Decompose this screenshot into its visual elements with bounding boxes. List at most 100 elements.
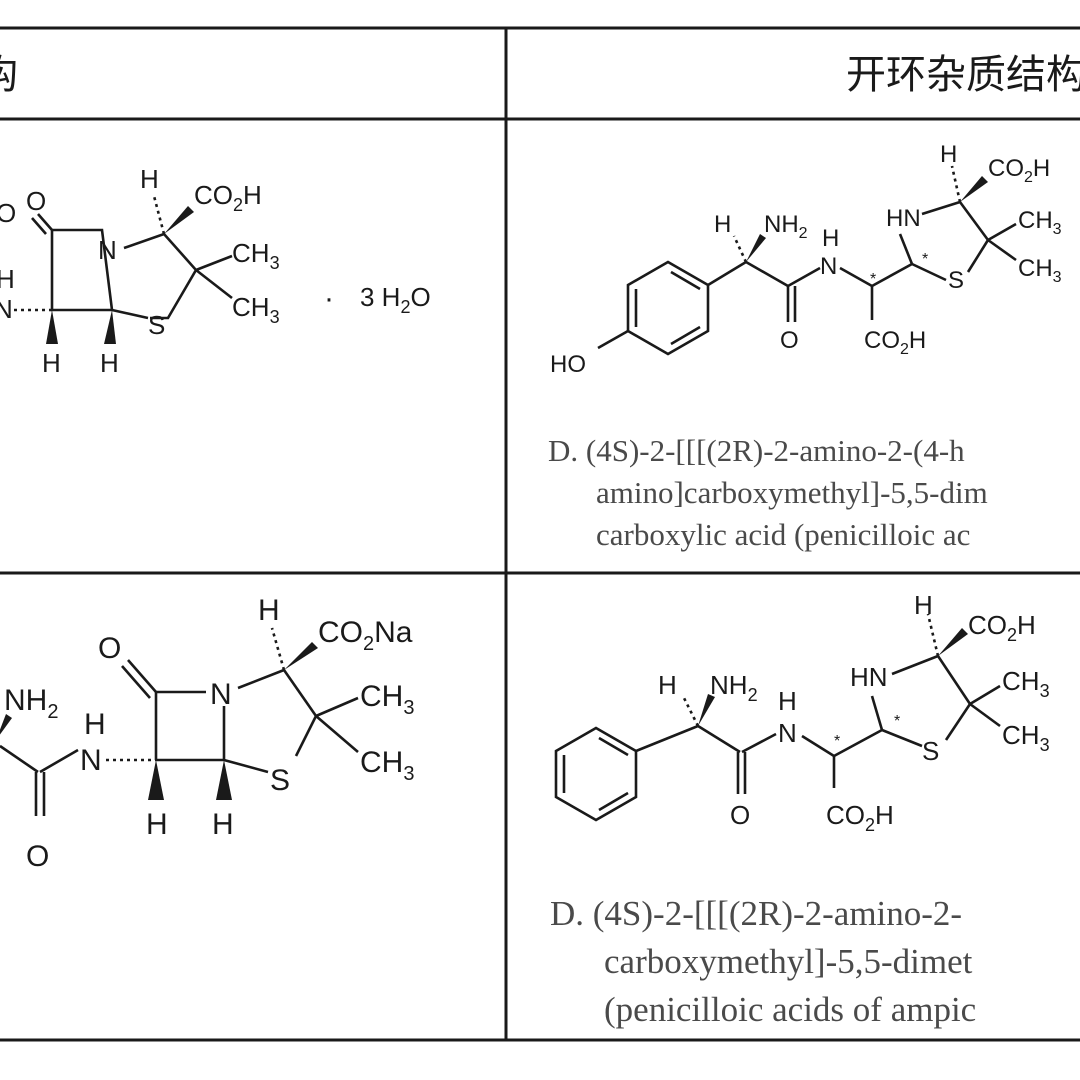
benzene-inner-1 (670, 270, 701, 291)
bond-amide-n (39, 748, 79, 774)
atom-s: S (148, 310, 165, 340)
atom-o-carbonyl: O (26, 186, 46, 216)
star-a: * (834, 733, 840, 750)
bond-c2-s (294, 715, 318, 757)
atom-h-top: H (914, 590, 933, 620)
atom-hn: HN (850, 662, 888, 692)
bond-c2-s (911, 262, 947, 282)
wedge-h-bottom-right (216, 760, 232, 800)
atom-ch3-upper: CH3 (1018, 207, 1062, 238)
bond-ch-ring (833, 728, 883, 758)
wedge-co2h-top (960, 176, 988, 202)
bond-s-c5 (944, 703, 972, 741)
row2-caption: D. (4S)-2-[[[(2R)-2-amino-2- carboxymeth… (550, 890, 1080, 1034)
bond-alpha-amide (745, 260, 789, 288)
atom-ch3-lower: CH3 (232, 292, 280, 327)
atom-hn: HN (886, 205, 921, 232)
atom-ch3-upper: CH3 (232, 238, 280, 273)
bond-alpha-amide (0, 744, 39, 774)
bond-nh-c4 (891, 654, 939, 676)
bond-n-ch (839, 266, 873, 288)
wedge-nh2 (746, 234, 766, 262)
lactam-ring (154, 690, 206, 760)
header-cell-right: 开环杂质结构 (508, 30, 1080, 120)
atom-h-bottom-left: H (146, 808, 168, 841)
bond-c4-c5 (936, 655, 972, 705)
benzene-inner-2 (670, 325, 701, 346)
atom-h-amide: H (822, 225, 839, 252)
star-b: * (922, 251, 928, 268)
atom-co2na: CO2Na (318, 616, 413, 655)
bond-ring-alpha (707, 260, 747, 287)
bond-ch3-upper (987, 222, 1017, 242)
atom-h-top: H (140, 164, 159, 194)
hashed-h-alpha (732, 235, 748, 263)
bond-ch3-upper (315, 696, 359, 718)
atom-h-amide: H (778, 686, 797, 716)
bond-ho (597, 329, 629, 350)
atom-n-amide: N (80, 744, 102, 777)
bond-amide-n (741, 732, 777, 754)
atom-ch3-upper: CH3 (1002, 666, 1050, 701)
atom-co2h-top: CO2H (968, 610, 1036, 645)
atom-co2h-bottom: CO2H (864, 327, 926, 358)
bond-c2-nh (870, 695, 884, 731)
hashed-h-alpha (682, 697, 700, 727)
row2-right-structure: H NH2 O H N * CO2H * HN S H CO2H CH3 CH3 (554, 590, 1050, 835)
atom-h-bottom-left: H (42, 348, 61, 378)
atom-o-amide: O (26, 840, 49, 873)
carbonyl-bond (37, 213, 53, 231)
caption-line: D. (4S)-2-[[[(2R)-2-amino-2- (550, 894, 963, 933)
atom-o-carbonyl: O (98, 632, 121, 665)
row2-left-structure: NH2 O H N O N S H CO2Na CH3 CH3 H (0, 594, 414, 873)
atom-h-left: H (0, 264, 15, 294)
atom-nh2: NH2 (710, 670, 758, 705)
atom-ch3-lower: CH3 (1018, 255, 1062, 286)
hydrate-dot: · (324, 282, 334, 315)
atom-h-top: H (258, 594, 280, 627)
thiazolidine-ring (123, 232, 198, 320)
bond-n-c3 (237, 668, 285, 690)
header-right-text: 开环杂质结构 (846, 52, 1080, 98)
hydrate-label: 3 H2O (360, 282, 431, 317)
bond-s-c (223, 758, 269, 774)
row1-right-structure: HO H NH2 O N H * CO2H * HN S H CO2H (550, 141, 1062, 378)
hashed-h-top (152, 195, 166, 235)
bond-s-c5 (966, 239, 990, 273)
atom-ch3-upper: CH3 (360, 680, 414, 719)
bond-ch3-lower (987, 238, 1017, 262)
atom-h-amide: H (84, 708, 106, 741)
wedge-h-bottom-left (46, 310, 58, 344)
atom-ch3-lower: CH3 (1002, 720, 1050, 755)
atom-ch3-lower: CH3 (360, 746, 414, 785)
carbonyl-bond-2 (31, 217, 47, 235)
atom-co2h-top: CO2H (988, 155, 1050, 186)
wedge-nh2 (0, 714, 12, 735)
bond-c3-c2 (282, 669, 318, 717)
bond-alpha-amide (697, 724, 741, 754)
benzene-inner-1 (598, 736, 629, 757)
atom-h-alpha: H (714, 211, 731, 238)
bond-nh-c4 (921, 200, 961, 216)
hashed-h-top (950, 165, 962, 203)
bond-ch3-upper (195, 254, 233, 272)
atom-s: S (270, 764, 290, 797)
atom-nh2: NH2 (4, 684, 58, 723)
atom-h-alpha: H (658, 670, 677, 700)
header-cell-left: 构 (0, 30, 505, 120)
bond-ch3-lower (195, 268, 233, 300)
atom-o-left: O (0, 198, 16, 228)
bond-c2-nh (898, 233, 914, 265)
carbonyl-bond (127, 659, 157, 693)
row1-left-structure: O O N S H CO2H CH3 CH3 H H N H · 3 H2O (0, 164, 431, 378)
atom-n-ring: N (210, 678, 232, 711)
benzene-inner-2 (598, 791, 629, 812)
hashed-h-top (926, 613, 940, 657)
atom-h-bottom-right: H (212, 808, 234, 841)
bond-n-ch (801, 734, 835, 758)
star-b: * (894, 713, 900, 730)
hashed-h-top (270, 627, 286, 671)
caption-line: carboxymethyl]-5,5-dimet (604, 942, 973, 981)
